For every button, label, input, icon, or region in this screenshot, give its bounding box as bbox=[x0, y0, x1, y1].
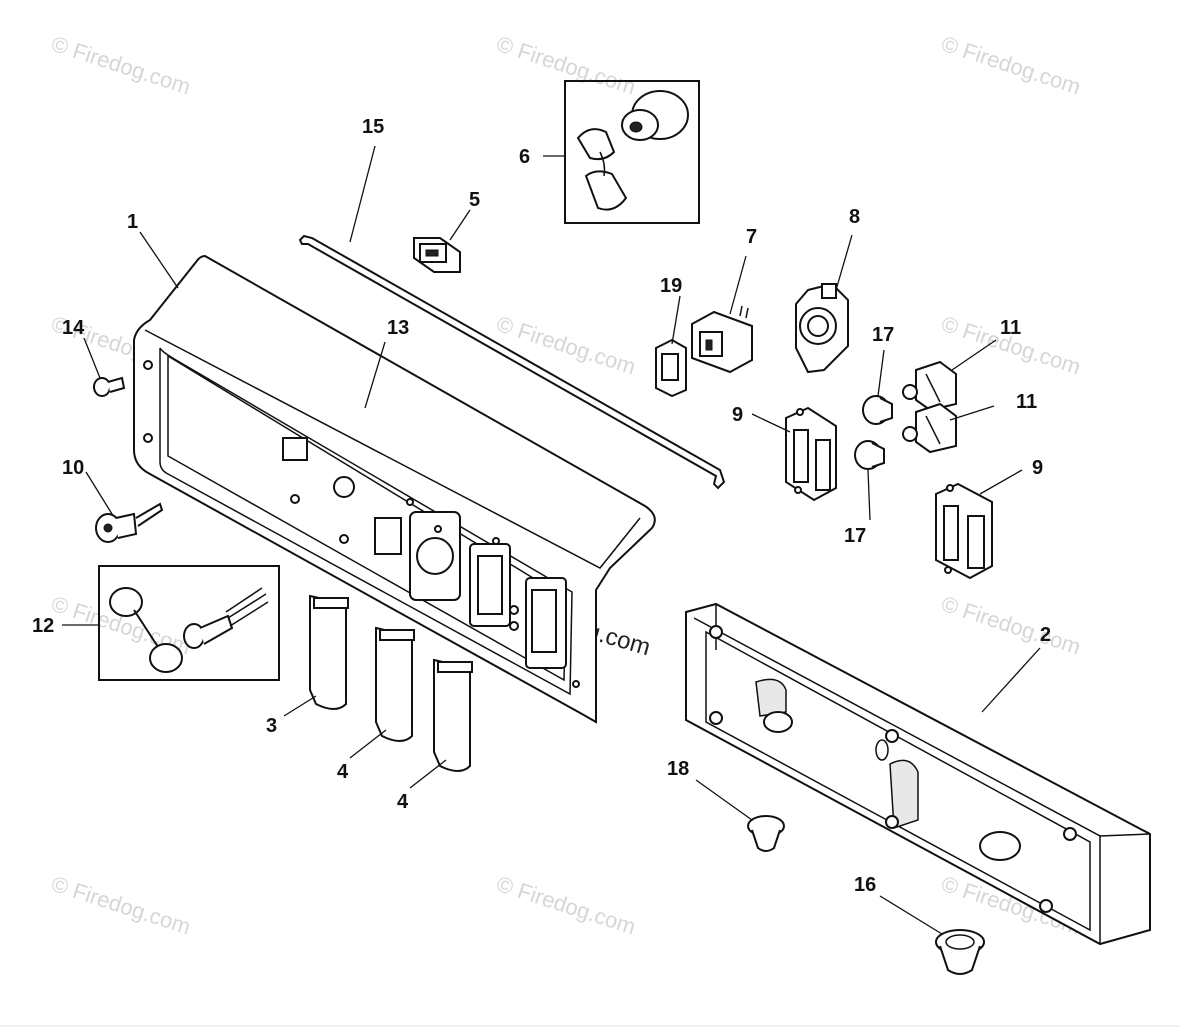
callout-9a: 9 bbox=[732, 404, 743, 426]
callout-16: 16 bbox=[854, 874, 876, 896]
circuit-breaker-lower bbox=[902, 402, 957, 454]
rubber-plug-small bbox=[747, 815, 785, 852]
callout-4a: 4 bbox=[337, 761, 349, 783]
callout-8: 8 bbox=[849, 206, 860, 228]
panel-base-box bbox=[685, 602, 1151, 946]
callout-17b: 17 bbox=[844, 525, 866, 547]
outlet-cover-4a bbox=[375, 626, 415, 742]
watermark: © Firedog.com bbox=[493, 311, 638, 379]
leader-lines bbox=[62, 145, 1041, 935]
callout-18: 18 bbox=[667, 758, 689, 780]
watermark: © Firedog.com bbox=[938, 31, 1083, 99]
watermark: © Firedog.com bbox=[493, 31, 638, 99]
callout-6: 6 bbox=[519, 146, 530, 168]
indicator-light-upper bbox=[862, 395, 893, 425]
rocker-switch bbox=[691, 305, 753, 374]
callout-5: 5 bbox=[469, 189, 480, 211]
control-panel bbox=[133, 254, 656, 724]
callout-13: 13 bbox=[387, 317, 409, 339]
charging-receptacle-kit bbox=[98, 565, 280, 681]
outlet-cover-4b bbox=[433, 658, 473, 772]
callout-11b: 11 bbox=[1016, 391, 1037, 413]
twist-lock-receptacle bbox=[795, 282, 849, 374]
callout-11a: 11 bbox=[1000, 317, 1021, 339]
callout-10: 10 bbox=[62, 457, 84, 479]
watermark: © Firedog.com bbox=[493, 871, 638, 939]
callout-4b: 4 bbox=[397, 791, 409, 813]
rubber-plug-large bbox=[935, 929, 985, 975]
callout-labels: 1 2 3 4 4 5 6 7 8 9 9 10 11 11 12 13 14 … bbox=[32, 116, 1051, 896]
ignition-kit bbox=[564, 80, 700, 224]
small-switch bbox=[655, 338, 687, 398]
circuit-breaker-upper bbox=[902, 360, 957, 412]
callout-12: 12 bbox=[32, 615, 54, 637]
callout-7: 7 bbox=[746, 226, 757, 248]
callout-1: 1 bbox=[127, 211, 138, 233]
hour-meter bbox=[413, 237, 461, 273]
panel-rod bbox=[298, 234, 726, 490]
watermark: © Firedog.com bbox=[48, 871, 193, 939]
callout-17a: 17 bbox=[872, 324, 894, 346]
fuel-shutoff-knob bbox=[95, 502, 164, 543]
watermark: © Firedog.com bbox=[938, 591, 1083, 659]
watermark: © Firedog.com bbox=[48, 31, 193, 99]
callout-14: 14 bbox=[62, 317, 85, 339]
outlet-cover-3 bbox=[309, 594, 349, 710]
callout-19: 19 bbox=[660, 275, 682, 297]
callout-15: 15 bbox=[362, 116, 384, 138]
callout-9b: 9 bbox=[1032, 457, 1043, 479]
panel-round-hole bbox=[333, 476, 355, 498]
callout-2: 2 bbox=[1040, 624, 1051, 646]
callout-3: 3 bbox=[266, 715, 277, 737]
screw bbox=[93, 376, 126, 397]
indicator-light-lower bbox=[854, 440, 885, 470]
gfci-outlet-left bbox=[785, 406, 837, 502]
gfci-outlet-right bbox=[935, 482, 993, 580]
panel-square-hole bbox=[282, 437, 308, 461]
